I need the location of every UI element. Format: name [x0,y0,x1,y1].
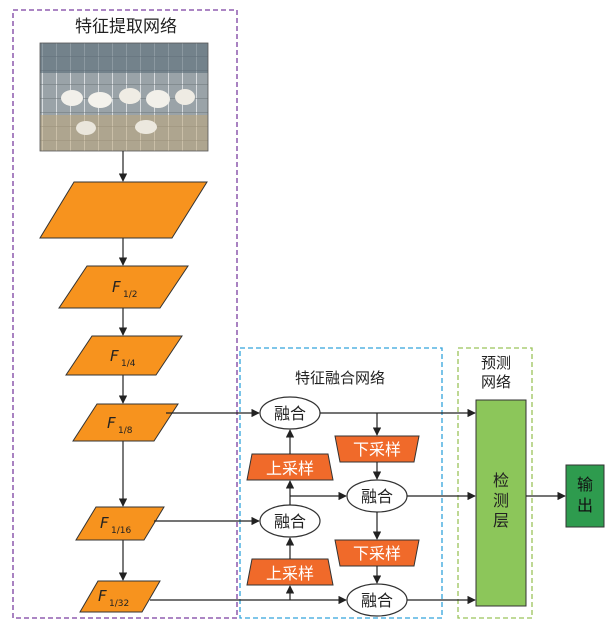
feature-map-f32-sub: 1/32 [109,599,129,609]
upsample-block-1-label: 上采样 [266,459,314,478]
input-feature-block [39,181,208,239]
feature-map-f16-sub: 1/16 [111,526,131,536]
detection-layer: 检 测 层 [475,399,527,607]
feature-extraction-title: 特征提取网络 [75,17,177,37]
feature-map-f8-base: F [107,414,116,432]
feature-map-f4: F 1/4 [65,335,183,376]
prediction-panel [457,347,533,619]
fusion-node-3-label: 融合 [361,487,393,506]
downsample-block-2: 下采样 [334,539,420,567]
output-block: 输 出 [565,464,605,528]
downsample-block-1: 下采样 [334,435,420,463]
fusion-node-1-label: 融合 [274,404,306,423]
downsample-block-2-label: 下采样 [353,544,401,563]
upsample-block-1: 上采样 [246,453,334,481]
output-char-1: 输 [577,475,593,494]
detection-layer-char-2: 测 [493,491,509,510]
detection-layer-char-1: 检 [493,471,509,490]
prediction-title-line2: 网络 [481,373,511,391]
feature-map-f8-sub: 1/8 [118,426,133,436]
feature-map-f16-base: F [100,514,109,532]
feature-map-f2-base: F [112,278,121,296]
feature-map-f4-base: F [110,347,119,365]
feature-map-f2-sub: 1/2 [123,290,137,300]
feature-extraction-panel [12,9,238,619]
feature-fusion-panel [239,347,443,619]
fusion-node-2-label: 融合 [274,512,306,531]
feature-map-f32: F 1/32 [79,580,161,613]
fusion-node-1: 融合 [259,396,321,430]
fusion-node-4-label: 融合 [361,591,393,610]
input-photo [39,42,209,152]
fusion-node-4: 融合 [346,583,408,617]
prediction-title-line1: 预测 [481,354,511,372]
feature-map-f16: F 1/16 [75,506,165,541]
fusion-node-2: 融合 [259,504,321,538]
feature-map-f8: F 1/8 [72,403,179,442]
detection-layer-char-3: 层 [493,511,509,530]
feature-fusion-title: 特征融合网络 [295,369,385,387]
feature-map-f32-base: F [98,587,107,605]
feature-map-f2: F 1/2 [58,265,189,309]
output-char-2: 出 [577,496,593,515]
upsample-block-2: 上采样 [246,558,334,586]
upsample-block-2-label: 上采样 [266,564,314,583]
feature-map-f4-sub: 1/4 [121,359,136,369]
fusion-node-3: 融合 [346,479,408,513]
downsample-block-1-label: 下采样 [353,440,401,459]
